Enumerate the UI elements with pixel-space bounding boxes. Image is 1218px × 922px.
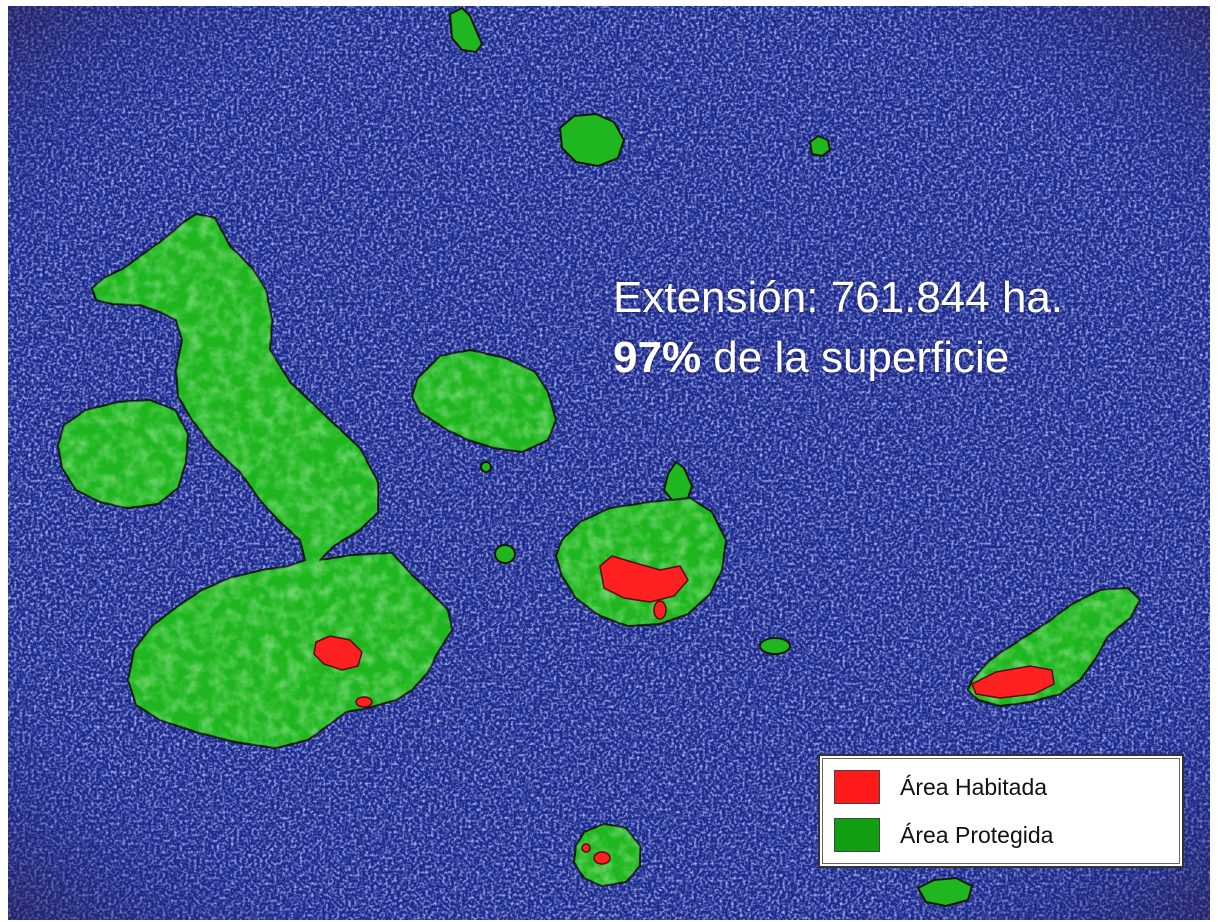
map-legend: Área Habitada Área Protegida xyxy=(818,754,1184,868)
surface-percent-text: 97% de la superficie xyxy=(613,332,1009,384)
legend-label-protected: Área Protegida xyxy=(900,821,1054,848)
inhabited-isabela-coast xyxy=(355,696,373,708)
inhabited-floreana-1 xyxy=(593,851,611,865)
surface-percent-value: 97% xyxy=(613,333,702,382)
inhabited-floreana-2 xyxy=(581,843,591,853)
islet-daphne xyxy=(663,461,693,501)
islet-pinzon xyxy=(494,544,516,564)
surface-percent-suffix: de la superficie xyxy=(701,333,1010,382)
inhabited-santa-cruz xyxy=(599,555,689,603)
island-genovesa xyxy=(809,135,831,157)
inhabited-san-cristobal xyxy=(971,665,1055,699)
legend-item-inhabited: Área Habitada xyxy=(834,768,1047,806)
inhabited-santa-cruz-port xyxy=(653,600,667,620)
island-espanola xyxy=(917,877,973,907)
legend-item-protected: Área Protegida xyxy=(834,816,1053,854)
legend-swatch-protected xyxy=(834,818,880,852)
inhabited-isabela xyxy=(313,635,363,671)
islet-santa-fe xyxy=(759,637,791,655)
legend-label-inhabited: Área Habitada xyxy=(900,773,1048,800)
island-marchena xyxy=(559,113,625,167)
islet-rabida xyxy=(480,461,492,473)
legend-swatch-inhabited xyxy=(834,770,880,804)
island-pinta xyxy=(449,7,483,53)
extension-text: Extensión: 761.844 ha. xyxy=(613,273,1064,322)
